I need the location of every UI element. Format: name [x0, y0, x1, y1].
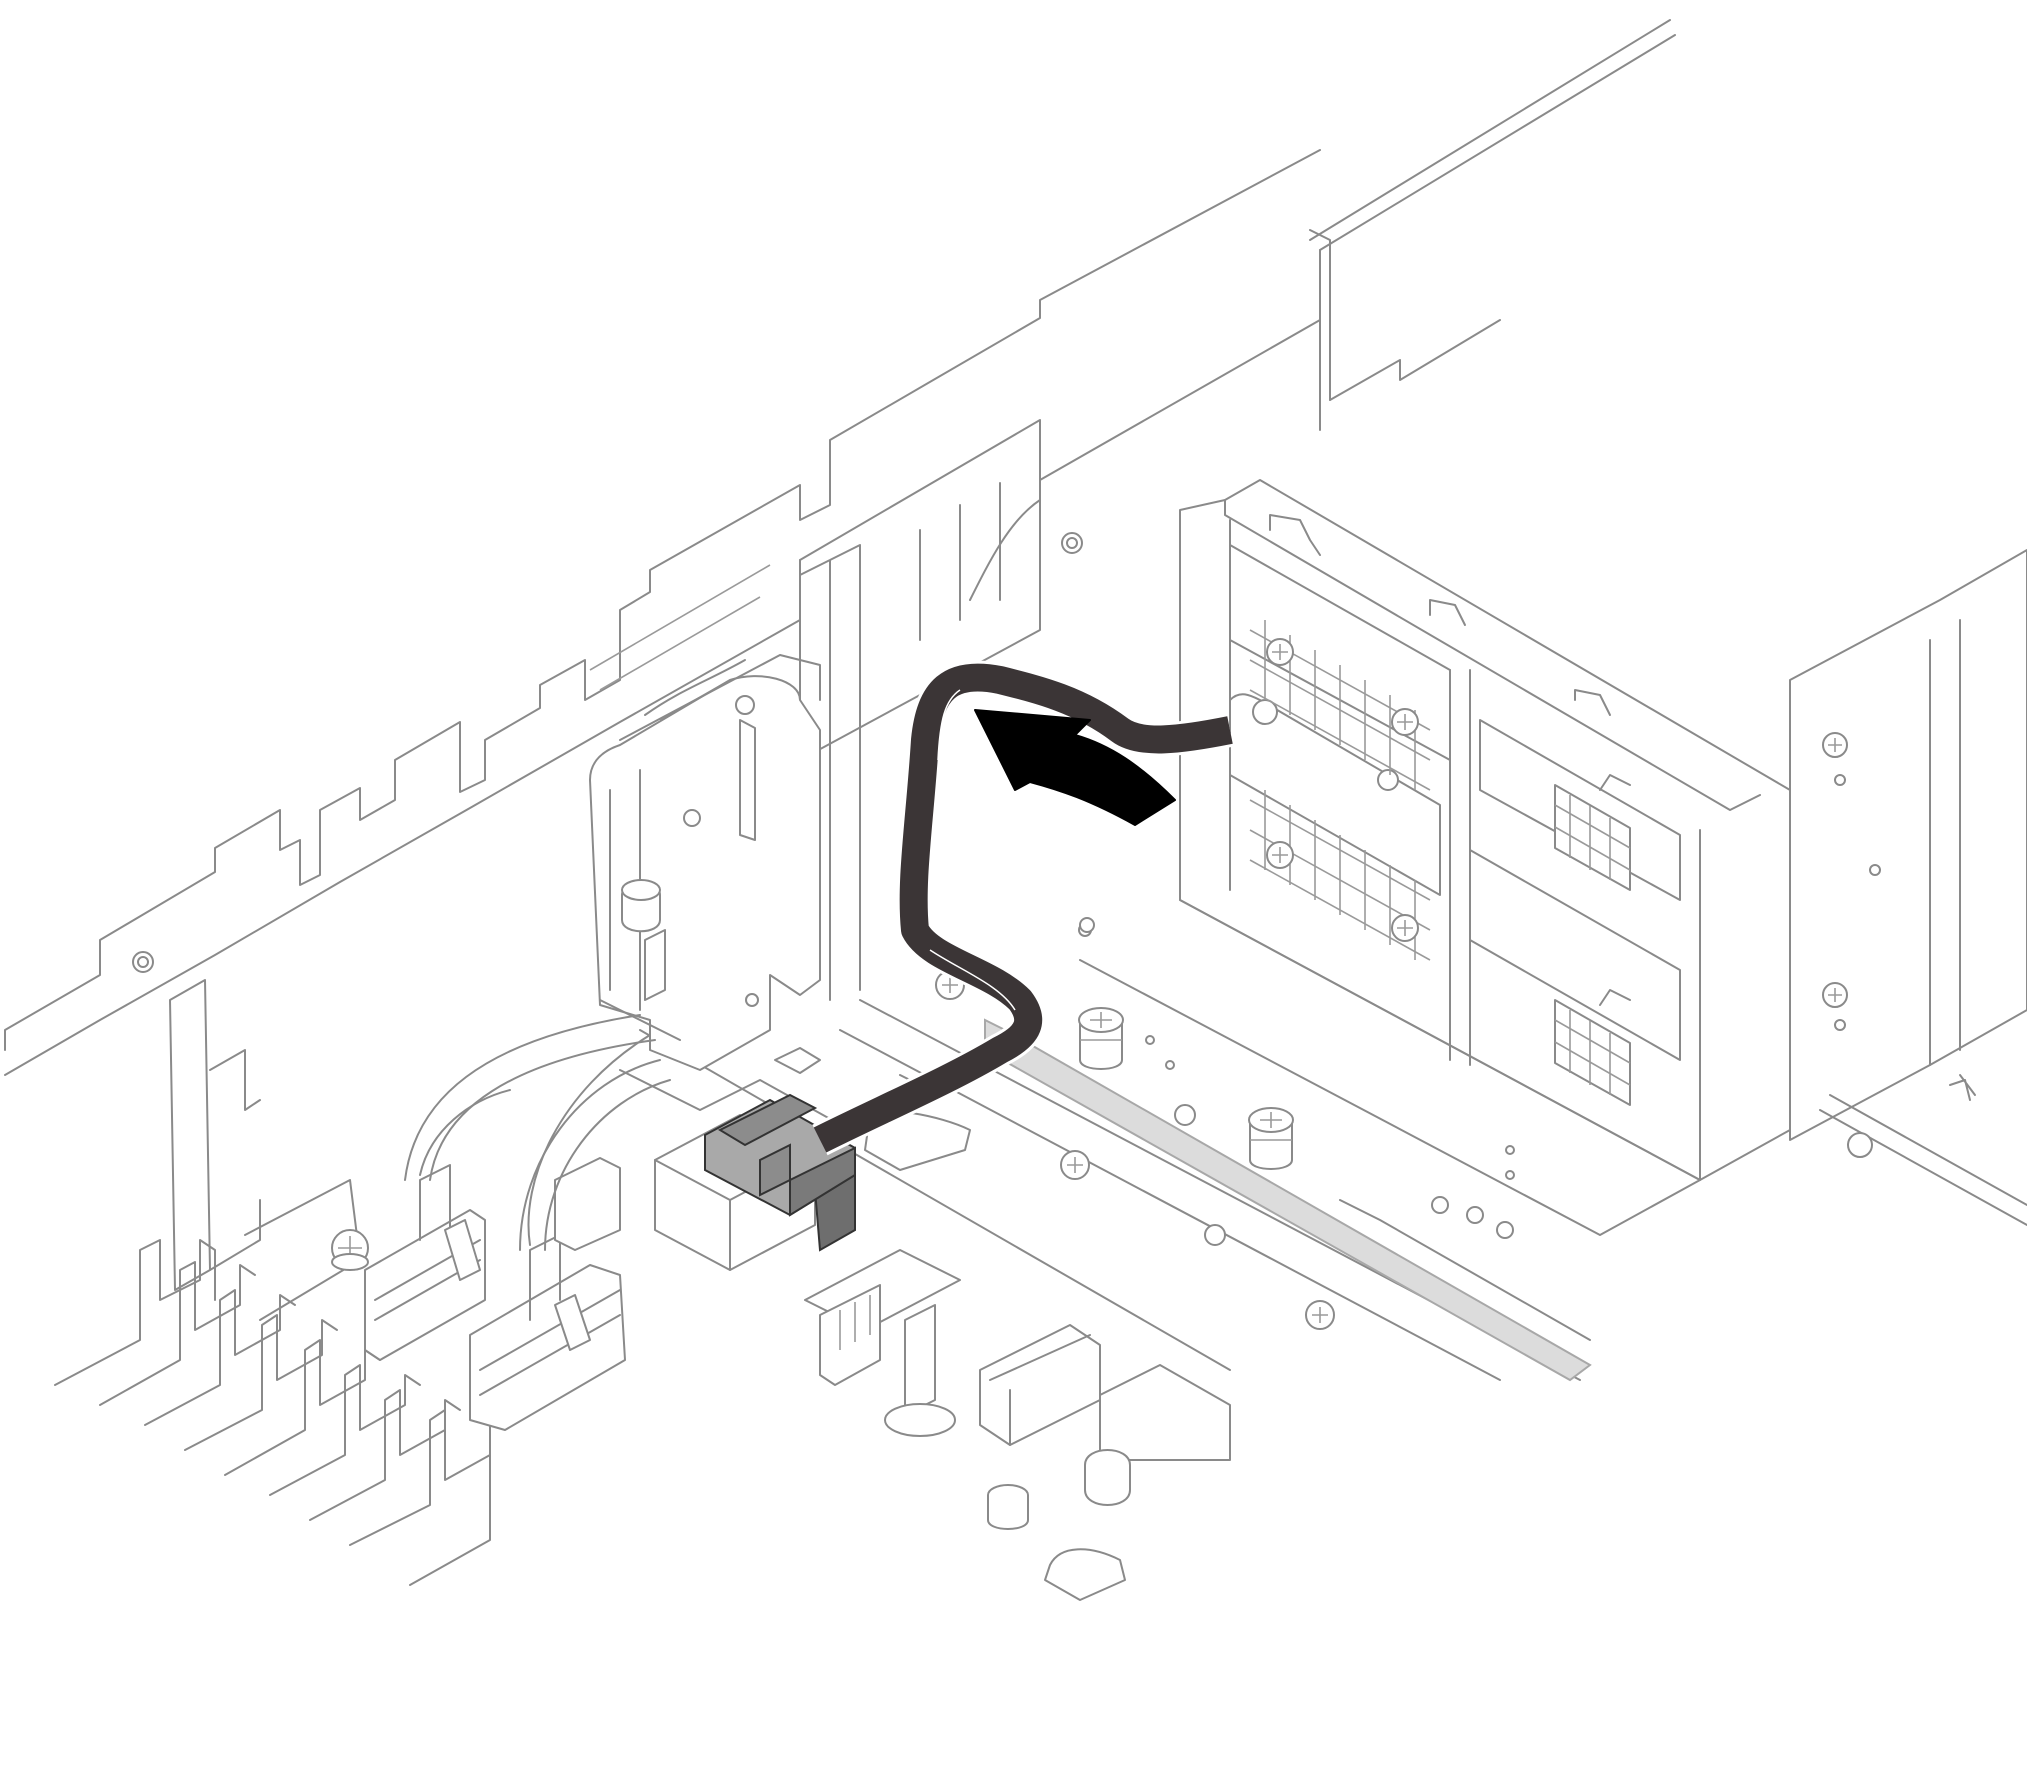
chassis-floor — [639, 899, 1701, 1381]
thumb-screw-left — [1078, 1007, 1124, 1070]
power-cable — [812, 660, 1234, 1156]
flat-signal-cable — [984, 1018, 1592, 1382]
pcie-slot-area — [54, 979, 671, 1586]
riser-connector-2 — [469, 1034, 651, 1431]
direction-arrow — [974, 709, 1176, 826]
thumb-screw-right — [1248, 1107, 1294, 1170]
psu-power-connector-lower — [1469, 849, 1681, 1106]
psu-power-connector-upper — [1479, 719, 1681, 901]
riser-connector-1 — [364, 1089, 511, 1361]
cage-screws — [1266, 638, 1419, 942]
power-supply-cage — [1179, 479, 2027, 1226]
board-connectors — [804, 1249, 1231, 1601]
riser-bracket — [589, 544, 1095, 1171]
